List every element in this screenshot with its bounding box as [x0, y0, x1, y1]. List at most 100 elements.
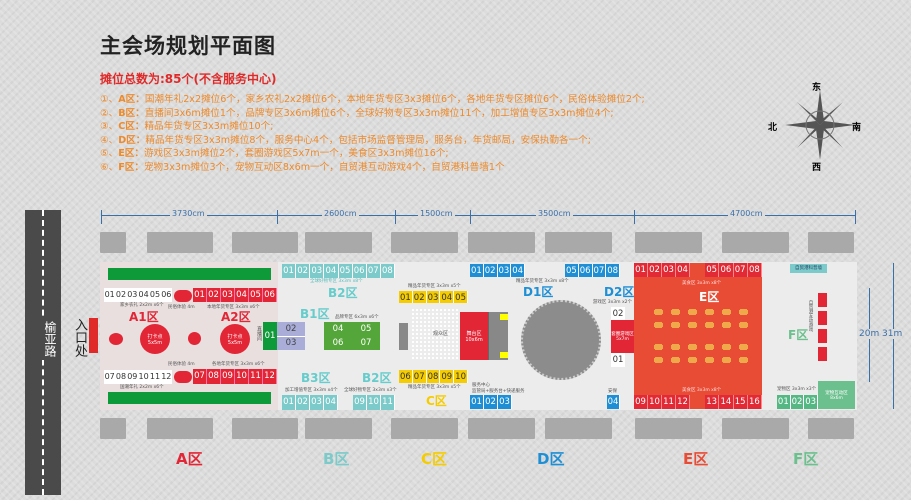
booth-e_t2-07: 07: [733, 263, 748, 277]
dim-tick: [101, 210, 102, 224]
dim-b: 2600cm: [322, 209, 359, 218]
booth-a_bl-10: 10: [137, 370, 150, 384]
dining-table: [705, 345, 714, 349]
booth-e_t1-04: 04: [676, 263, 690, 277]
booth-e_b1-11: 11: [662, 395, 676, 409]
zone-label-b2: B2区: [328, 286, 358, 300]
dining-table: [705, 358, 714, 362]
outer-block: [147, 232, 213, 253]
booth-c_top-03: 03: [426, 291, 441, 303]
dining-table: [705, 323, 714, 327]
dining-table: [688, 345, 697, 349]
zone-description-line: ①、A区：国潮年礼2x2摊位6个，家乡农礼2x2摊位6个，本地年货专区3x3摊位…: [100, 91, 645, 105]
dining-table: [739, 310, 748, 314]
line-text: 游戏区3x3m摊位2个，套圈游戏区5x7m一个，美食区3x3m摊位16个;: [143, 148, 449, 160]
booth-d_t2-08: 08: [606, 264, 620, 277]
booth: 06: [332, 338, 344, 348]
dining-table: [671, 310, 680, 314]
booth: 05: [360, 324, 372, 334]
booth-b_top-06: 06: [352, 264, 367, 278]
label: 5x5m: [147, 339, 163, 346]
label: 5x5m: [227, 339, 243, 346]
zone-label-b1: B1区: [300, 307, 330, 321]
booth-a_tr-01: 01: [193, 288, 207, 302]
total-booths: 摊位总数为:85个(不含服务中心): [100, 72, 277, 86]
booth-b2-11: 11: [381, 395, 395, 410]
line-number: ③、: [100, 121, 119, 133]
zone-description-line: ④、D区：精品年货专区3x3m摊位8个，服务中心4个，包括市场监督管理局，服务台…: [100, 132, 591, 146]
label: 自贸港互动游戏: [808, 300, 813, 332]
booth-b3-03: 03: [310, 395, 324, 410]
outer-block: [808, 232, 854, 253]
outer-block: [100, 232, 126, 253]
booth-e_t2-05: 05: [705, 263, 720, 277]
line-zone: E区：: [118, 148, 144, 160]
zone-footer-c: C区: [421, 450, 448, 468]
outer-block: [305, 418, 372, 439]
line-zone: B区：: [118, 107, 145, 119]
label: 加工增值专区 3x3m x4个: [285, 388, 338, 393]
label: 民俗体验 4m: [168, 305, 195, 310]
booth-a_bl-11: 11: [149, 370, 161, 384]
zone-description-line: ⑤、E区：游戏区3x3m摊位2个，套圈游戏区5x7m一个，美食区3x3m摊位16…: [100, 145, 449, 159]
booth-a_tl-02: 02: [115, 288, 127, 302]
d2-booth: 01: [611, 353, 625, 367]
dining-table: [654, 345, 663, 349]
dim-20m: 20m: [859, 329, 880, 339]
label: 直播间: [256, 326, 262, 341]
booth-a_br-11: 11: [249, 369, 263, 384]
label: 国潮年礼 2x2m x6个: [120, 385, 164, 390]
compass-icon: [785, 90, 855, 160]
zone-footer-e: E区: [683, 450, 709, 468]
decor-booth: [109, 333, 123, 345]
outer-block: [100, 418, 126, 439]
game-booth: [818, 293, 827, 307]
booth-c_top-02: 02: [412, 291, 427, 303]
booth-c_top-01: 01: [399, 291, 413, 303]
label: 精品年货专区 3x3m x8个: [516, 279, 569, 284]
booth-d_t2-07: 07: [592, 264, 607, 277]
outer-block: [468, 418, 535, 439]
green-bar-bottom: [108, 392, 271, 404]
outer-block: [391, 418, 458, 439]
booth-a_tl-04: 04: [137, 288, 150, 302]
d-security-booth: 04: [607, 395, 620, 409]
booth-e_b1-09: 09: [634, 395, 648, 409]
compass-north: 北: [768, 123, 778, 133]
booth-f_b-02: 02: [790, 395, 805, 409]
booth-d_t1-01: 01: [470, 264, 484, 277]
d2-booth: 02: [611, 307, 625, 320]
zone-label-a1: A1区: [129, 310, 159, 324]
booth-a_tl-06: 06: [160, 288, 172, 302]
zone-description-line: ②、B区：直播间3x6m摊位1个，品牌专区3x6m摊位6个，全球好物专区3x3m…: [100, 105, 614, 119]
booth-d_b-03: 03: [498, 395, 512, 409]
line-number: ②、: [100, 107, 119, 119]
zone-e-area: [634, 263, 762, 409]
label: 美食区 3x3m x8个: [682, 281, 722, 286]
booth-e_t1-02: 02: [648, 263, 662, 277]
booth-a_tr-03: 03: [221, 288, 235, 302]
dining-table: [654, 310, 663, 314]
game-booth: [818, 311, 827, 325]
label: 本地年货专区 3x3m x6个: [207, 305, 260, 310]
booth: 07: [360, 338, 372, 348]
science-wall: 自贸港科普墙: [790, 264, 827, 273]
booth-e_t2-06: 06: [719, 263, 734, 277]
line-zone: F区：: [118, 162, 144, 173]
outer-block: [808, 418, 854, 439]
label: 5x7m: [616, 337, 629, 342]
label: 精品年货专区 3x3m x5个: [408, 385, 461, 390]
booth-b_top-01: 01: [282, 264, 297, 278]
zone-label-d2: D2区: [604, 285, 635, 299]
booth-a_tr-06: 06: [263, 288, 277, 302]
